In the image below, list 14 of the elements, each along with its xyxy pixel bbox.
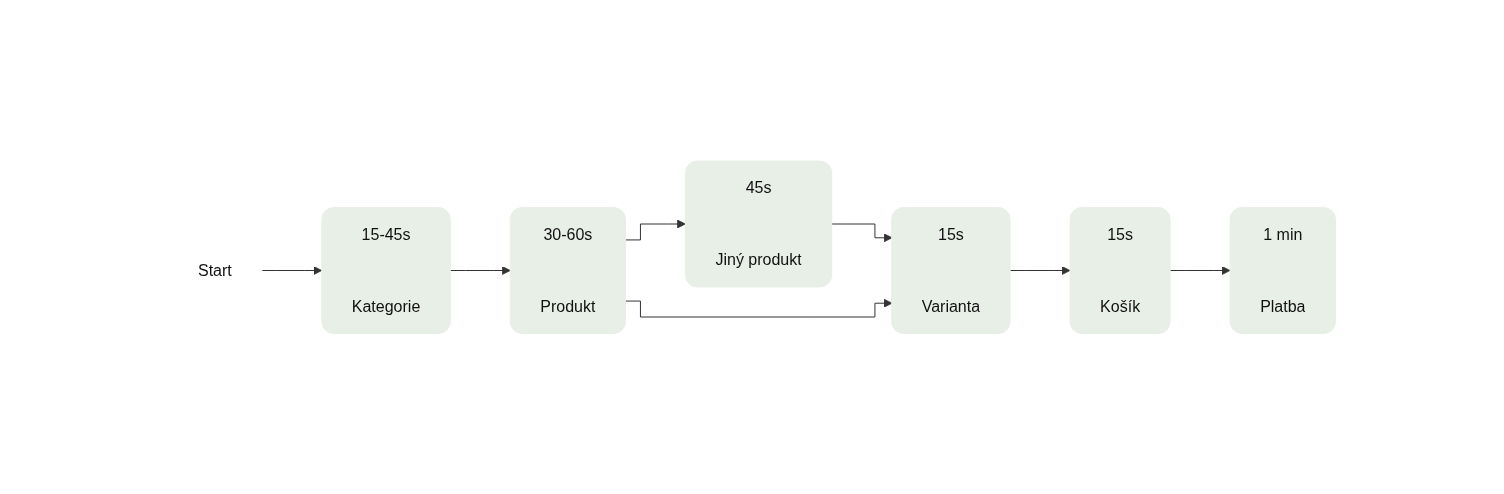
node-box: 15-45s Kategorie [321, 206, 452, 334]
node-box: 15s Varianta [891, 206, 1011, 334]
arrow [625, 298, 893, 318]
node-box: 1 min Platba [1229, 206, 1337, 334]
node-box: 15s Košík [1069, 206, 1171, 334]
arrow [831, 223, 893, 242]
arrow [1169, 265, 1231, 275]
node-text: Start [198, 261, 233, 279]
arrow [625, 219, 687, 241]
arrow [261, 265, 323, 275]
arrow [1009, 265, 1071, 275]
node-box: 45s Jiný produkt [685, 160, 833, 288]
arrow [450, 265, 511, 275]
node-box: 30-60s Produkt [510, 206, 627, 334]
